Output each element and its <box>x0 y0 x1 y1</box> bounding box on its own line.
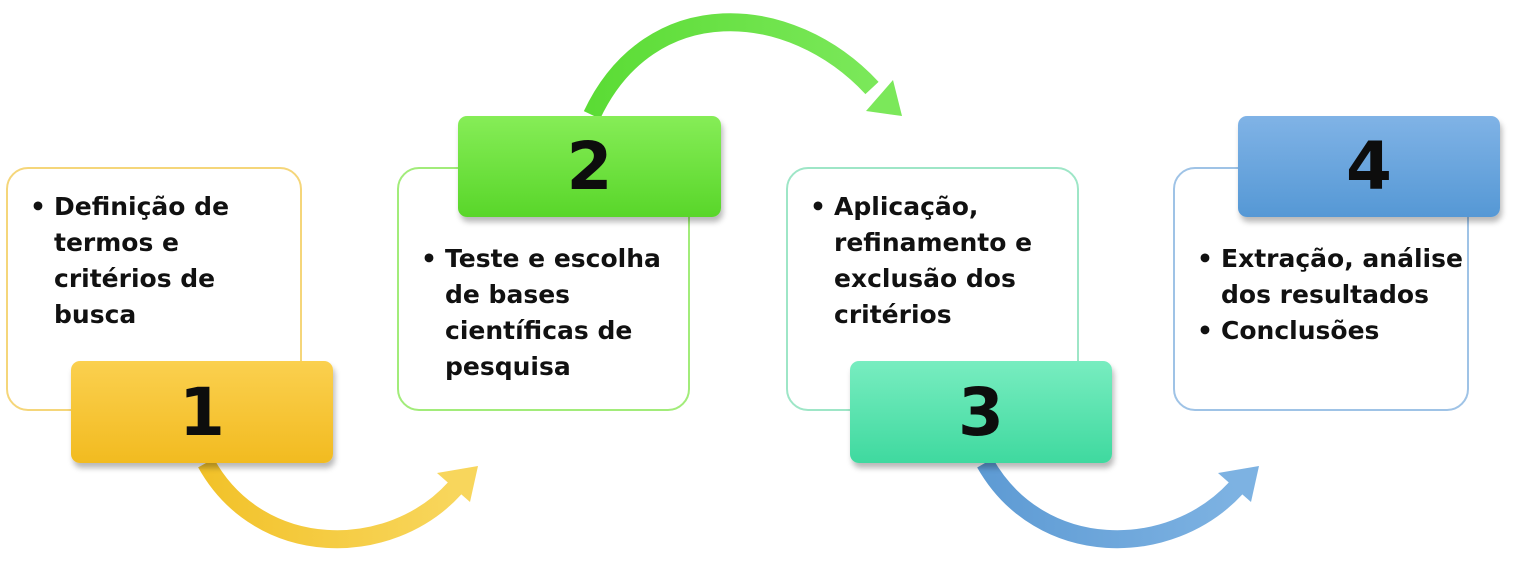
step-4-list: Extração, análise dos resultados Conclus… <box>1191 241 1467 349</box>
step-2-item: Teste e escolha de bases científicas de … <box>415 241 688 385</box>
step-1-item: Definição de termos e critérios de busca <box>24 189 300 333</box>
step-1-number-badge: 1 <box>71 361 333 463</box>
step-3-number-badge: 3 <box>850 361 1112 463</box>
step-2-number-badge: 2 <box>458 116 721 217</box>
arrow-step3-to-step4 <box>977 458 1259 549</box>
step-2-list: Teste e escolha de bases científicas de … <box>415 241 688 385</box>
step-3-item: Aplicação, refinamento e exclusão dos cr… <box>804 189 1077 333</box>
step-4-item: Conclusões <box>1191 313 1467 349</box>
arrow-step2-to-step3 <box>583 13 902 119</box>
step-4-number-badge: 4 <box>1238 116 1500 217</box>
step-1-list: Definição de termos e critérios de busca <box>24 189 300 333</box>
step-3-list: Aplicação, refinamento e exclusão dos cr… <box>804 189 1077 333</box>
step-4-item: Extração, análise dos resultados <box>1191 241 1467 313</box>
arrow-step1-to-step2 <box>198 458 478 549</box>
